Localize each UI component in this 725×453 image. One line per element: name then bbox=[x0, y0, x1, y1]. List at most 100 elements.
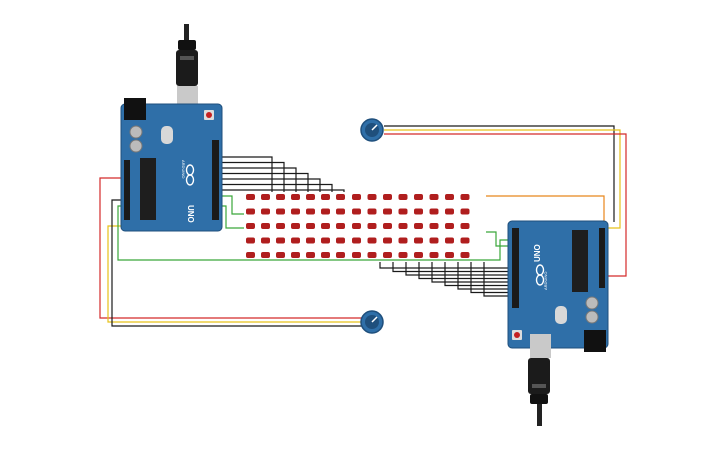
led-right-r4-c5[interactable] bbox=[429, 252, 439, 258]
led-left-r4-c6[interactable] bbox=[336, 252, 345, 258]
led-left-r3-c3[interactable] bbox=[291, 237, 300, 244]
led-left-r2-c1[interactable] bbox=[261, 223, 270, 229]
led-left-r1-c5[interactable] bbox=[321, 208, 330, 215]
wire-green-d[interactable] bbox=[486, 231, 512, 247]
led-right-r2-c5[interactable] bbox=[429, 223, 439, 229]
led-left-r0-c0[interactable] bbox=[246, 194, 255, 200]
led-right-r1-c5[interactable] bbox=[429, 208, 439, 215]
led-left-r3-c4[interactable] bbox=[306, 237, 315, 244]
led-left-r3-c0[interactable] bbox=[246, 237, 255, 244]
wire-bus-left-4[interactable] bbox=[219, 178, 321, 192]
led-right-r3-c3[interactable] bbox=[398, 237, 408, 244]
led-left-r4-c5[interactable] bbox=[321, 252, 330, 258]
led-left-r4-c0[interactable] bbox=[246, 252, 255, 258]
wire-pot-top-red[interactable] bbox=[384, 133, 627, 277]
wire-bus-left-1[interactable] bbox=[219, 161, 285, 193]
arduino-uno-left[interactable]: UNO ARDUINO bbox=[120, 24, 223, 232]
led-left-r2-c5[interactable] bbox=[321, 223, 330, 229]
led-left-r3-c6[interactable] bbox=[336, 237, 345, 244]
led-right-r4-c4[interactable] bbox=[414, 252, 423, 258]
led-right-r0-c6[interactable] bbox=[445, 194, 454, 200]
led-left-r3-c2[interactable] bbox=[276, 237, 285, 244]
led-right-r0-c4[interactable] bbox=[414, 194, 423, 200]
led-left-r0-c2[interactable] bbox=[276, 194, 285, 200]
led-right-r1-c0[interactable] bbox=[352, 208, 361, 215]
led-right-r0-c1[interactable] bbox=[367, 194, 377, 200]
led-left-r2-c3[interactable] bbox=[291, 223, 300, 229]
led-left-r3-c5[interactable] bbox=[321, 237, 330, 244]
led-left-r3-c1[interactable] bbox=[261, 237, 270, 244]
led-right-r2-c7[interactable] bbox=[460, 223, 470, 229]
wire-orange[interactable] bbox=[486, 195, 605, 222]
led-right-r4-c1[interactable] bbox=[367, 252, 377, 258]
wire-pot-bottom-red[interactable] bbox=[99, 177, 362, 319]
wire-bus-right-2[interactable] bbox=[405, 262, 512, 276]
wire-bus-left-0[interactable] bbox=[219, 156, 273, 192]
wire-pot-bottom-black[interactable] bbox=[111, 199, 362, 327]
wire-pot-bottom-yellow[interactable] bbox=[107, 225, 362, 323]
led-right-r0-c2[interactable] bbox=[383, 194, 392, 200]
led-right-r3-c1[interactable] bbox=[367, 237, 377, 244]
led-right-r3-c6[interactable] bbox=[445, 237, 454, 244]
led-right-r3-c2[interactable] bbox=[383, 237, 392, 244]
led-left-r0-c1[interactable] bbox=[261, 194, 270, 200]
wire-bus-left-3[interactable] bbox=[219, 172, 309, 193]
led-right-r1-c3[interactable] bbox=[398, 208, 408, 215]
led-right-r1-c1[interactable] bbox=[367, 208, 377, 215]
wire-bus-right-4[interactable] bbox=[431, 262, 512, 283]
led-left-r4-c3[interactable] bbox=[291, 252, 300, 258]
led-left-r0-c3[interactable] bbox=[291, 194, 300, 200]
led-left-r1-c2[interactable] bbox=[276, 208, 285, 215]
led-left-r4-c2[interactable] bbox=[276, 252, 285, 258]
led-left-r1-c0[interactable] bbox=[246, 208, 255, 215]
led-left-r0-c5[interactable] bbox=[321, 194, 330, 200]
led-left-r4-c1[interactable] bbox=[261, 252, 270, 258]
wire-bus-right-7[interactable] bbox=[470, 262, 512, 294]
wire-bus-left-5[interactable] bbox=[219, 183, 333, 193]
arduino-uno-right[interactable]: UNO ARDUINO bbox=[507, 220, 609, 426]
led-right-r3-c5[interactable] bbox=[429, 237, 439, 244]
led-right-r4-c2[interactable] bbox=[383, 252, 392, 258]
led-right-r2-c2[interactable] bbox=[383, 223, 392, 229]
led-right-r1-c2[interactable] bbox=[383, 208, 392, 215]
potentiometer-bottom[interactable] bbox=[360, 310, 384, 334]
led-right-r0-c3[interactable] bbox=[398, 194, 408, 200]
led-left-r4-c4[interactable] bbox=[306, 252, 315, 258]
wire-green-c[interactable] bbox=[222, 205, 244, 229]
led-right-r0-c5[interactable] bbox=[429, 194, 439, 200]
led-right-r4-c7[interactable] bbox=[460, 252, 470, 258]
led-right-r1-c6[interactable] bbox=[445, 208, 454, 215]
wire-bus-right-6[interactable] bbox=[457, 262, 512, 290]
led-left-r1-c3[interactable] bbox=[291, 208, 300, 215]
wire-bus-right-3[interactable] bbox=[418, 262, 512, 280]
led-left-r1-c6[interactable] bbox=[336, 208, 345, 215]
wire-green-b[interactable] bbox=[222, 195, 244, 215]
led-right-r2-c4[interactable] bbox=[414, 223, 423, 229]
led-left-r1-c4[interactable] bbox=[306, 208, 315, 215]
led-right-r3-c4[interactable] bbox=[414, 237, 423, 244]
wire-pot-top-yellow[interactable] bbox=[384, 129, 621, 229]
wire-bus-right-0[interactable] bbox=[379, 262, 512, 269]
led-left-r2-c0[interactable] bbox=[246, 223, 255, 229]
potentiometer-top[interactable] bbox=[360, 118, 384, 142]
led-right-r3-c7[interactable] bbox=[460, 237, 470, 244]
led-right-r1-c7[interactable] bbox=[460, 208, 470, 215]
led-right-r1-c4[interactable] bbox=[414, 208, 423, 215]
wire-bus-right-1[interactable] bbox=[392, 262, 512, 273]
wire-bus-right-8[interactable] bbox=[483, 262, 512, 297]
led-left-r2-c4[interactable] bbox=[306, 223, 315, 229]
led-right-r0-c7[interactable] bbox=[460, 194, 470, 200]
led-right-r2-c1[interactable] bbox=[367, 223, 377, 229]
led-right-r2-c0[interactable] bbox=[352, 223, 361, 229]
led-right-r4-c0[interactable] bbox=[352, 252, 361, 258]
wire-pot-top-black[interactable] bbox=[384, 125, 615, 222]
led-right-r4-c6[interactable] bbox=[445, 252, 454, 258]
wire-bus-left-6[interactable] bbox=[219, 189, 345, 192]
led-left-r0-c4[interactable] bbox=[306, 194, 315, 200]
led-left-r2-c6[interactable] bbox=[336, 223, 345, 229]
led-right-r3-c0[interactable] bbox=[352, 237, 361, 244]
led-left-r2-c2[interactable] bbox=[276, 223, 285, 229]
led-left-r1-c1[interactable] bbox=[261, 208, 270, 215]
led-right-r2-c3[interactable] bbox=[398, 223, 408, 229]
led-right-r0-c0[interactable] bbox=[352, 194, 361, 200]
